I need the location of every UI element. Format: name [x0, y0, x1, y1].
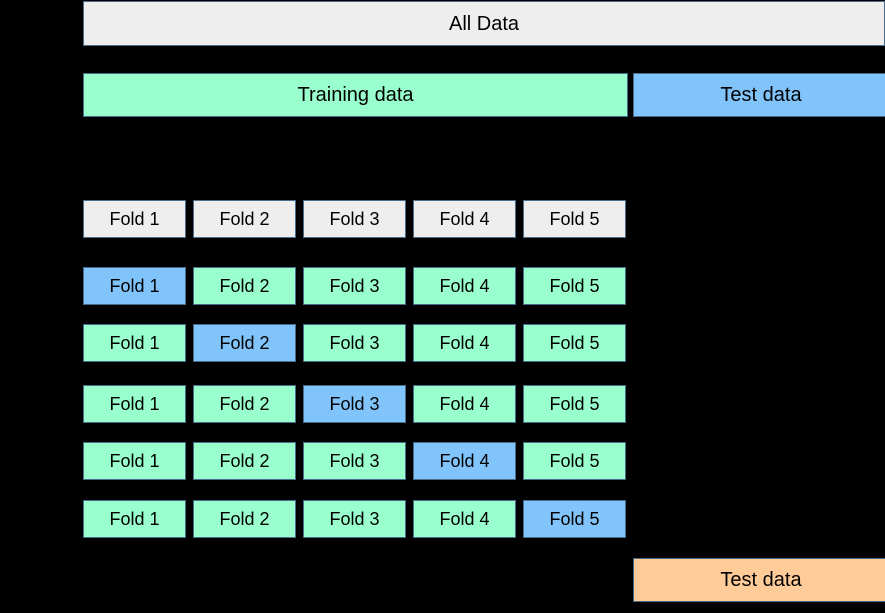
fold-label: Fold 2 [219, 509, 270, 529]
split-3-fold-4-train: Fold 4 [413, 385, 516, 423]
split-1-fold-1-val: Fold 1 [83, 267, 186, 305]
split-5-fold-2-train: Fold 2 [193, 500, 296, 538]
split-2-fold-3-train: Fold 3 [303, 324, 406, 362]
split-2-fold-5-train: Fold 5 [523, 324, 626, 362]
fold-label: Fold 5 [549, 209, 600, 229]
fold-label: Fold 2 [219, 394, 270, 414]
split-5-fold-1-train: Fold 1 [83, 500, 186, 538]
fold-label: Fold 1 [109, 451, 160, 471]
fold-header-cell-1: Fold 1 [83, 200, 186, 238]
split-3-fold-3-val: Fold 3 [303, 385, 406, 423]
fold-label: Fold 1 [109, 276, 160, 296]
fold-label: Fold 5 [549, 276, 600, 296]
split-1-fold-2-train: Fold 2 [193, 267, 296, 305]
split-5-fold-5-val: Fold 5 [523, 500, 626, 538]
fold-label: Fold 3 [329, 509, 380, 529]
split-2-fold-1-train: Fold 1 [83, 324, 186, 362]
fold-label: Fold 2 [219, 451, 270, 471]
test-data-label: Test data [720, 84, 802, 106]
fold-label: Fold 4 [439, 394, 490, 414]
split-5-fold-4-train: Fold 4 [413, 500, 516, 538]
fold-label: Fold 5 [549, 394, 600, 414]
fold-label: Fold 1 [109, 333, 160, 353]
fold-header-cell-5: Fold 5 [523, 200, 626, 238]
all-data-label: All Data [448, 12, 520, 35]
split-2-fold-4-train: Fold 4 [413, 324, 516, 362]
split-4-fold-3-train: Fold 3 [303, 442, 406, 480]
training-data-label: Training data [297, 84, 414, 106]
fold-label: Fold 2 [219, 276, 270, 296]
fold-header-cell-4: Fold 4 [413, 200, 516, 238]
split-4-fold-2-train: Fold 2 [193, 442, 296, 480]
fold-label: Fold 5 [549, 333, 600, 353]
split-1-fold-4-train: Fold 4 [413, 267, 516, 305]
split-2-fold-2-val: Fold 2 [193, 324, 296, 362]
fold-label: Fold 4 [439, 509, 490, 529]
fold-label: Fold 3 [329, 209, 380, 229]
fold-label: Fold 5 [549, 509, 600, 529]
fold-label: Fold 4 [439, 209, 490, 229]
training-data-box: Training data [83, 73, 628, 117]
fold-label: Fold 4 [439, 276, 490, 296]
split-3-fold-1-train: Fold 1 [83, 385, 186, 423]
fold-label: Fold 4 [439, 451, 490, 471]
fold-label: Fold 5 [549, 451, 600, 471]
split-3-fold-2-train: Fold 2 [193, 385, 296, 423]
fold-header-cell-2: Fold 2 [193, 200, 296, 238]
fold-label: Fold 1 [109, 394, 160, 414]
fold-label: Fold 3 [329, 394, 380, 414]
fold-label: Fold 4 [439, 333, 490, 353]
fold-label: Fold 3 [329, 451, 380, 471]
split-1-fold-3-train: Fold 3 [303, 267, 406, 305]
fold-header-cell-3: Fold 3 [303, 200, 406, 238]
fold-label: Fold 1 [109, 509, 160, 529]
fold-label: Fold 2 [219, 333, 270, 353]
split-3-fold-5-train: Fold 5 [523, 385, 626, 423]
split-4-fold-4-val: Fold 4 [413, 442, 516, 480]
split-5-fold-3-train: Fold 3 [303, 500, 406, 538]
fold-label: Fold 2 [219, 209, 270, 229]
final-test-data-box: Test data [633, 558, 885, 602]
fold-label: Fold 3 [329, 333, 380, 353]
final-test-data-label: Test data [720, 569, 802, 591]
fold-label: Fold 1 [109, 209, 160, 229]
split-4-fold-1-train: Fold 1 [83, 442, 186, 480]
test-data-box: Test data [633, 73, 885, 117]
split-1-fold-5-train: Fold 5 [523, 267, 626, 305]
all-data-box: All Data [83, 1, 885, 46]
split-4-fold-5-train: Fold 5 [523, 442, 626, 480]
fold-label: Fold 3 [329, 276, 380, 296]
